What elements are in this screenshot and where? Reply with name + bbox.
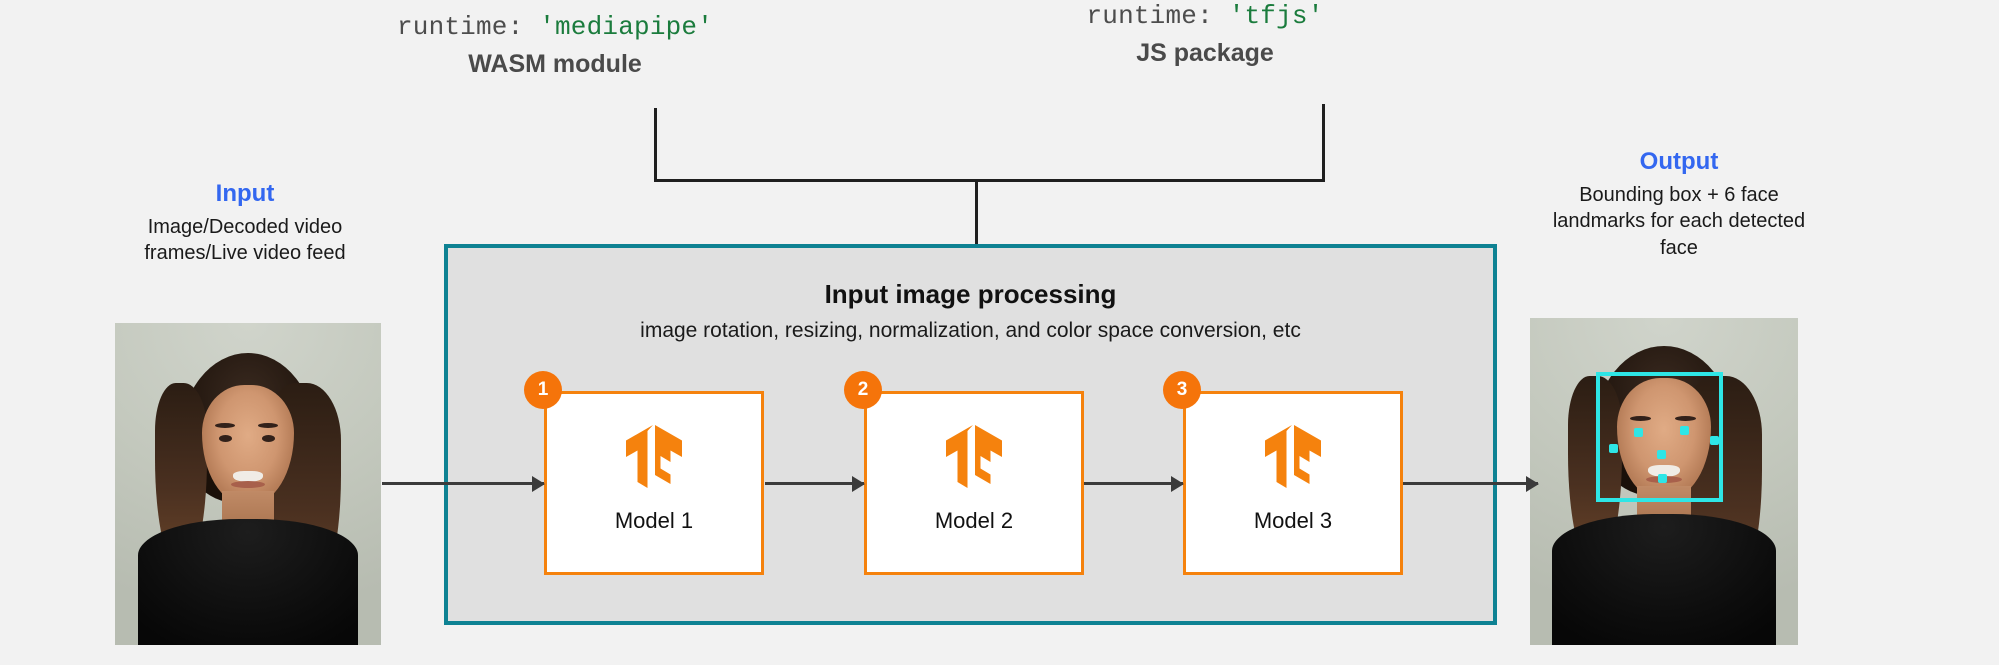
photo-torso [1552, 514, 1776, 645]
arrow-model2-to-model3 [1084, 482, 1183, 485]
photo-brow-left [1630, 416, 1651, 421]
photo-brow-right [1675, 416, 1696, 421]
model-label-1: Model 1 [614, 508, 694, 533]
photo-torso [138, 519, 358, 645]
model-box-1[interactable]: 1 Model 1 [524, 371, 764, 575]
model-badge-3: 3 [1163, 371, 1201, 409]
face-landmark-nose [1657, 450, 1666, 459]
runtime-code-value: 'mediapipe' [539, 12, 714, 42]
model-badge-1: 1 [524, 371, 562, 409]
photo-mouth [1648, 465, 1680, 477]
face-landmark-mouth [1658, 474, 1667, 483]
input-caption: Input Image/Decoded video frames/Live vi… [105, 180, 385, 267]
arrow-pipeline-to-output [1403, 482, 1538, 485]
connector-horizontal-bar [654, 179, 1325, 182]
model-box-2[interactable]: 2 Model 2 [844, 371, 1084, 575]
runtime-subtitle-wasm: WASM module [468, 49, 642, 78]
runtime-code-prefix: runtime: [396, 12, 540, 42]
input-title: Input [215, 180, 275, 207]
runtime-code-value: 'tfjs' [1228, 1, 1324, 31]
tensorflow-logo-icon [626, 425, 682, 488]
face-landmark-ear-right [1710, 436, 1719, 445]
model-badge-2: 2 [844, 371, 882, 409]
runtime-subtitle-js: JS package [1136, 38, 1274, 67]
runtime-code-mediapipe: runtime: 'mediapipe' [395, 12, 715, 43]
output-caption: Output Bounding box + 6 face landmarks f… [1534, 148, 1824, 261]
runtime-label-tfjs: runtime: 'tfjs' JS package [1045, 1, 1365, 68]
runtime-label-mediapipe: runtime: 'mediapipe' WASM module [395, 12, 715, 79]
model-label-2: Model 2 [934, 508, 1014, 533]
face-landmark-ear-left [1609, 444, 1618, 453]
runtime-code-tfjs: runtime: 'tfjs' [1045, 1, 1365, 32]
output-description: Bounding box + 6 face landmarks for each… [1552, 184, 1806, 259]
face-landmark-eye-right [1680, 426, 1689, 435]
runtime-code-prefix: runtime: [1086, 1, 1229, 31]
photo-lip [231, 481, 265, 488]
input-description: Image/Decoded video frames/Live video fe… [144, 216, 346, 265]
input-photo [115, 323, 381, 645]
connector-vertical-right [1322, 104, 1325, 182]
photo-brow-right [258, 423, 278, 428]
face-bounding-box [1596, 372, 1723, 502]
model-label-3: Model 3 [1253, 508, 1333, 533]
output-photo [1530, 318, 1798, 645]
arrow-model1-to-model2 [765, 482, 864, 485]
connector-vertical-stem [975, 179, 978, 245]
photo-eye-left [219, 435, 232, 442]
tensorflow-logo-icon [946, 425, 1002, 488]
arrow-input-to-pipeline [382, 482, 544, 485]
output-title: Output [1639, 148, 1719, 175]
panel-subtitle: image rotation, resizing, normalization,… [640, 319, 1301, 342]
model-box-3[interactable]: 3 Model 3 [1163, 371, 1403, 575]
tensorflow-logo-icon [1265, 425, 1321, 488]
photo-brow-left [215, 423, 235, 428]
panel-title: Input image processing [824, 279, 1117, 309]
face-landmark-eye-left [1634, 428, 1643, 437]
connector-vertical-left [654, 108, 657, 182]
photo-eye-right [262, 435, 275, 442]
photo-mouth [233, 471, 263, 482]
